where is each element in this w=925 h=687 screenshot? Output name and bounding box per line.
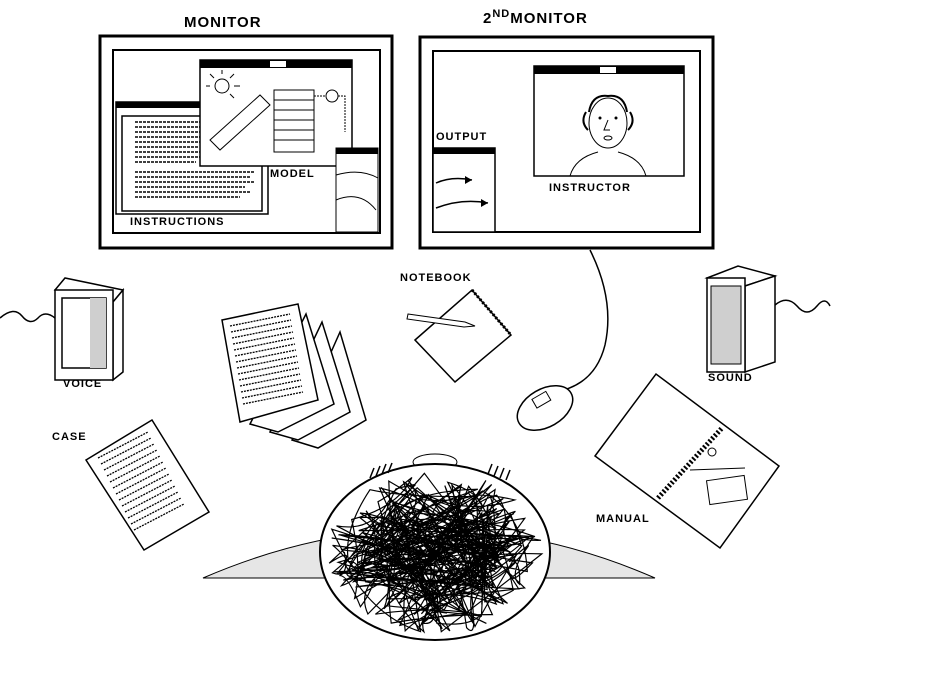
second-monitor-label-ordinal: ND (492, 8, 511, 20)
model-window (199, 59, 353, 167)
documents-icon (221, 303, 367, 449)
case-label: CASE (52, 431, 87, 443)
second-monitor-label-number: 2 (483, 10, 493, 27)
voice-label: VOICE (63, 378, 103, 390)
instructor-window (533, 65, 685, 177)
model-label: MODEL (270, 168, 315, 180)
speaker-icon (0, 277, 125, 382)
manual-label: MANUAL (596, 513, 650, 525)
notebook-icon (413, 288, 513, 384)
instructor-label: INSTRUCTOR (549, 182, 631, 194)
speaker-icon (704, 265, 831, 374)
case-document (84, 418, 211, 552)
monitor-2 (418, 35, 715, 250)
second-monitor-label: 2NDMONITOR (483, 8, 588, 27)
output-label: OUTPUT (436, 131, 488, 143)
sound-label: SOUND (708, 372, 753, 384)
monitor-1 (98, 34, 394, 250)
mouse-icon (516, 384, 574, 432)
second-monitor-label-text: MONITOR (510, 10, 588, 27)
hair-scribble (328, 472, 544, 634)
notebook-label: NOTEBOOK (400, 272, 472, 284)
manual-document (593, 372, 781, 550)
head-icon (319, 453, 551, 641)
mouse-cable (554, 249, 609, 393)
monitor-label: MONITOR (184, 14, 262, 31)
instructions-label: INSTRUCTIONS (130, 216, 225, 228)
pencil-icon (406, 313, 476, 328)
